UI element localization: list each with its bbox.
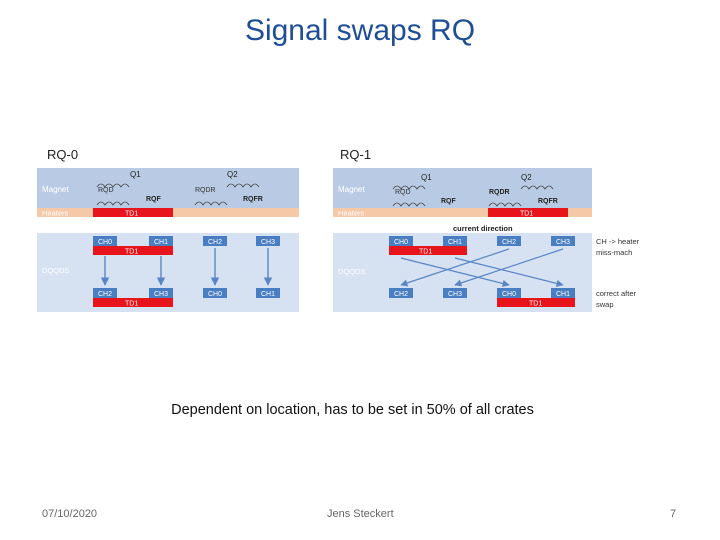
rqdr-label: RQDR: [489, 189, 510, 196]
td-bar-top: [389, 246, 467, 255]
heaters-label: Heaters: [42, 209, 69, 218]
ch-box-top-0: [389, 236, 413, 246]
ch-label-bottom-1: CH3: [154, 291, 168, 298]
rqd-label: RQD: [395, 189, 411, 196]
td-label-bottom: TD1: [529, 301, 542, 308]
ch-box-bottom-3: [551, 288, 575, 298]
q2-label: Q2: [521, 173, 532, 182]
magnet-label: Magnet: [42, 185, 69, 194]
rqdr-label: RQDR: [195, 187, 216, 194]
coil-rqd: [392, 185, 426, 190]
ch-label-bottom-3: CH1: [556, 291, 570, 298]
rqd-label: RQD: [98, 187, 114, 194]
magnet-label: Magnet: [338, 185, 365, 194]
ch-box-bottom-2: [497, 288, 521, 298]
rqfr-label: RQFR: [243, 196, 263, 203]
ch-label-top-0: CH0: [394, 239, 408, 246]
ch-label-bottom-3: CH1: [261, 291, 275, 298]
q2-label: Q2: [227, 170, 238, 179]
magnet-band: [37, 168, 299, 208]
ch-box-bottom-3: [256, 288, 280, 298]
rq0-diagram: Magnet Q1 Q2 RQD RQF RQDR RQFR Heaters T…: [37, 168, 299, 312]
ch-label-bottom-2: CH0: [208, 291, 222, 298]
arrow-cross-1: [454, 257, 564, 287]
dqqds-label: DQQDS: [338, 267, 366, 276]
heater-td-bar: [488, 208, 568, 217]
arrow-cross-2: [400, 248, 510, 287]
slide-title: Signal swaps RQ: [244, 14, 476, 47]
ch-box-top-3: [551, 236, 575, 246]
ch-label-top-2: CH2: [502, 239, 516, 246]
ch-box-bottom-2: [203, 288, 227, 298]
heater-td-label: TD1: [520, 211, 533, 218]
ch-box-top-1: [443, 236, 467, 246]
ch-label-top-0: CH0: [98, 239, 112, 246]
slide-caption: Dependent on location, has to be set in …: [171, 402, 534, 418]
footer-author: Jens Steckert: [327, 508, 394, 520]
mismatch-note-line2: miss-mach: [596, 248, 632, 257]
coil-rqf: [392, 202, 426, 207]
footer-page-number: 7: [670, 508, 677, 520]
coil-rqd: [96, 183, 130, 188]
ch-label-top-3: CH3: [261, 239, 275, 246]
mismatch-note-line1: CH -> heater: [596, 237, 640, 246]
td-label-bottom: TD1: [125, 301, 138, 308]
ch-label-top-3: CH3: [556, 239, 570, 246]
q1-label: Q1: [421, 173, 432, 182]
heater-td-label: TD1: [125, 211, 138, 218]
correct-note-line2: swap: [596, 300, 614, 309]
ch-box-top-2: [497, 236, 521, 246]
ch-label-bottom-1: CH3: [448, 291, 462, 298]
ch-label-top-1: CH1: [154, 239, 168, 246]
ch-box-top-3: [256, 236, 280, 246]
ch-label-top-2: CH2: [208, 239, 222, 246]
footer-date: 07/10/2020: [42, 508, 98, 520]
ch-box-bottom-0: [389, 288, 413, 298]
td-bar-top: [93, 246, 173, 255]
td-bar-bottom: [497, 298, 575, 307]
ch-label-top-1: CH1: [448, 239, 462, 246]
ch-box-top-2: [203, 236, 227, 246]
dqqds-label: DQQDS: [42, 266, 70, 275]
heater-td-bar: [93, 208, 173, 217]
rqf-label: RQF: [441, 198, 457, 205]
heaters-band: [333, 208, 592, 217]
rq1-label: RQ-1: [340, 147, 372, 162]
ch-box-bottom-1: [149, 288, 173, 298]
ch-box-top-0: [93, 236, 117, 246]
arrow-cross-3: [454, 248, 564, 287]
ch-label-bottom-2: CH0: [502, 291, 516, 298]
coil-rqfr: [226, 183, 260, 188]
ch-label-bottom-0: CH2: [394, 291, 408, 298]
ch-box-bottom-1: [443, 288, 467, 298]
rqfr-label: RQFR: [538, 198, 558, 205]
magnet-band: [333, 168, 592, 208]
coil-rqfr: [520, 185, 554, 190]
ch-label-bottom-0: CH2: [98, 291, 112, 298]
correct-note-line1: correct after: [596, 289, 637, 298]
coil-rqf: [96, 201, 130, 206]
rq1-diagram: Magnet Q1 Q2 RQD RQF RQDR RQFR Heaters T…: [333, 168, 640, 312]
rqf-label: RQF: [146, 196, 162, 203]
coil-rqdr: [488, 202, 522, 207]
td-label-top: TD1: [419, 249, 432, 256]
ch-box-top-1: [149, 236, 173, 246]
arrow-cross-0: [400, 257, 510, 287]
ch-box-bottom-0: [93, 288, 117, 298]
heaters-label: Heaters: [338, 209, 365, 218]
td-label-top: TD1: [125, 249, 138, 256]
rq0-label: RQ-0: [47, 147, 79, 162]
td-bar-bottom: [93, 298, 173, 307]
current-direction-label: current direction: [453, 224, 513, 233]
coil-rqdr: [194, 201, 228, 206]
q1-label: Q1: [130, 170, 141, 179]
